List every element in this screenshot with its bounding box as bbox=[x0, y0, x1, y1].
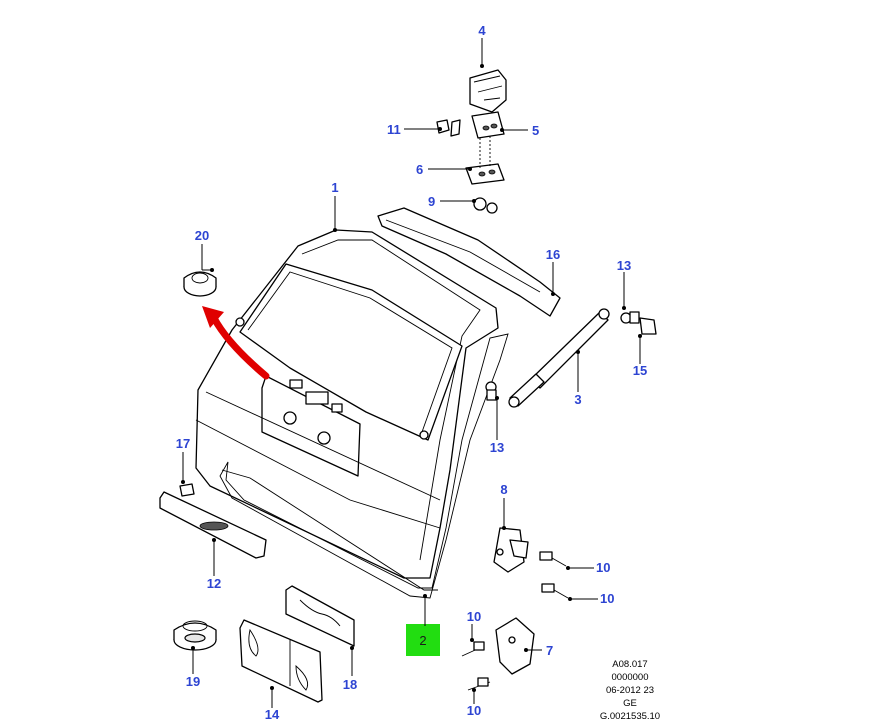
callout-19: 19 bbox=[186, 674, 200, 689]
callout-2: 2 bbox=[419, 633, 426, 648]
callout-13b: 13 bbox=[490, 440, 504, 455]
strut-clip bbox=[639, 317, 657, 335]
hinge-plate bbox=[471, 111, 505, 139]
callout-10c: 10 bbox=[467, 609, 481, 624]
callout-7: 7 bbox=[546, 643, 553, 658]
callout-1: 1 bbox=[331, 180, 338, 195]
callout-17: 17 bbox=[176, 436, 190, 451]
ref-line-1: A08.017 bbox=[612, 659, 647, 670]
callout-10b: 10 bbox=[600, 591, 614, 606]
gas-strut bbox=[508, 308, 610, 408]
red-location-arrow bbox=[202, 306, 270, 380]
ref-line-5: G.0021535.10 bbox=[600, 711, 660, 721]
bump-stop bbox=[183, 271, 217, 297]
tailgate-panel bbox=[195, 229, 499, 591]
ref-line-2: 0000000 bbox=[612, 672, 649, 683]
callout-10d: 10 bbox=[467, 703, 481, 718]
callout-10a: 10 bbox=[596, 560, 610, 575]
callout-12: 12 bbox=[207, 576, 221, 591]
hinge-bracket bbox=[469, 69, 507, 113]
callout-11: 11 bbox=[387, 122, 401, 137]
callout-8: 8 bbox=[500, 482, 507, 497]
tailgate-window bbox=[239, 263, 463, 441]
callout-6: 6 bbox=[416, 162, 423, 177]
reference-block: A08.017 0000000 06-2012 23 GE G.0021535.… bbox=[600, 659, 660, 721]
callout-13a: 13 bbox=[617, 258, 631, 273]
callout-4: 4 bbox=[478, 23, 486, 38]
callout-18: 16 bbox=[546, 247, 560, 262]
latch-bolt-lower bbox=[541, 583, 569, 599]
latch-bolt-upper bbox=[539, 551, 567, 567]
tailgate-latch bbox=[493, 527, 529, 573]
striker bbox=[495, 617, 535, 675]
tailgate-weatherstrip bbox=[219, 333, 509, 599]
callout-14: 15 bbox=[633, 363, 647, 378]
hinge-bolt bbox=[436, 119, 450, 134]
callout-20: 20 bbox=[195, 228, 209, 243]
callout-16: 18 bbox=[343, 677, 357, 692]
grommet bbox=[173, 620, 217, 651]
moulding-nut bbox=[179, 483, 195, 497]
callout-15: 14 bbox=[265, 707, 280, 721]
callout-5: 5 bbox=[532, 123, 539, 138]
callout-3: 3 bbox=[574, 392, 581, 407]
highlight-box bbox=[406, 624, 440, 656]
leader-lines bbox=[181, 38, 642, 708]
ball-stud-lower bbox=[485, 381, 497, 401]
callout-labels: 4 11 5 6 9 1 20 16 13 15 3 13 17 8 12 10… bbox=[176, 23, 647, 721]
licence-plate-bracket bbox=[239, 619, 323, 703]
rear-spoiler bbox=[377, 207, 561, 317]
ref-line-4: GE bbox=[623, 698, 637, 709]
hinge-assembly bbox=[436, 69, 507, 214]
hinge-nut bbox=[473, 197, 487, 211]
ref-line-3: 06-2012 23 bbox=[606, 685, 654, 696]
callout-9: 9 bbox=[428, 194, 435, 209]
licence-plate-gasket bbox=[285, 585, 355, 647]
ball-stud-upper bbox=[620, 311, 640, 324]
